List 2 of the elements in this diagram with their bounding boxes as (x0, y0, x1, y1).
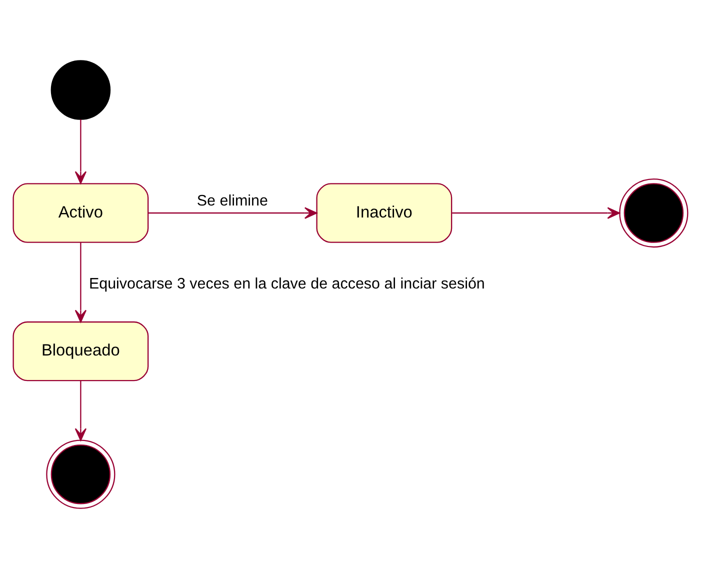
edge-label: Equivocarse 3 veces en la clave de acceso al inciar sesión (88, 275, 485, 292)
edge-label: Se elimine (196, 192, 268, 210)
